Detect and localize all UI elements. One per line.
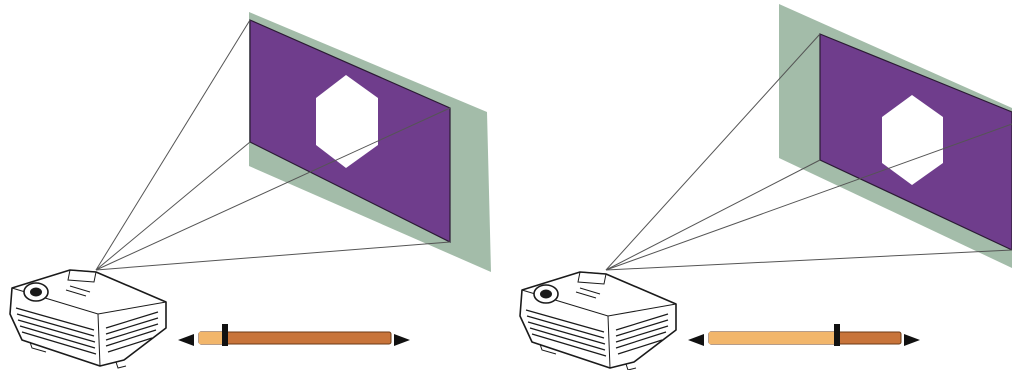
- keystone-slider-right: [688, 324, 920, 346]
- slider-track-highlight-left: [199, 332, 227, 344]
- slider-thumb-right: [834, 324, 840, 346]
- projector-icon: [9, 269, 167, 369]
- hexagon-image-left: [316, 75, 378, 168]
- slider-track-highlight-right: [709, 332, 835, 344]
- slider-right-arrow-left: [394, 334, 410, 346]
- panel-right: [519, 4, 1012, 370]
- slider-right-arrow-right: [904, 334, 920, 346]
- slider-left-arrow-left: [178, 334, 194, 346]
- hexagon-image-right: [882, 95, 943, 185]
- projector-icon: [519, 271, 677, 370]
- slider-left-arrow-right: [688, 334, 704, 346]
- keystone-slider-left: [178, 324, 410, 346]
- projection-beam-left: [95, 19, 451, 271]
- projection-beam-right: [605, 33, 1012, 271]
- slider-thumb-left: [222, 324, 228, 346]
- panel-left: [9, 12, 491, 369]
